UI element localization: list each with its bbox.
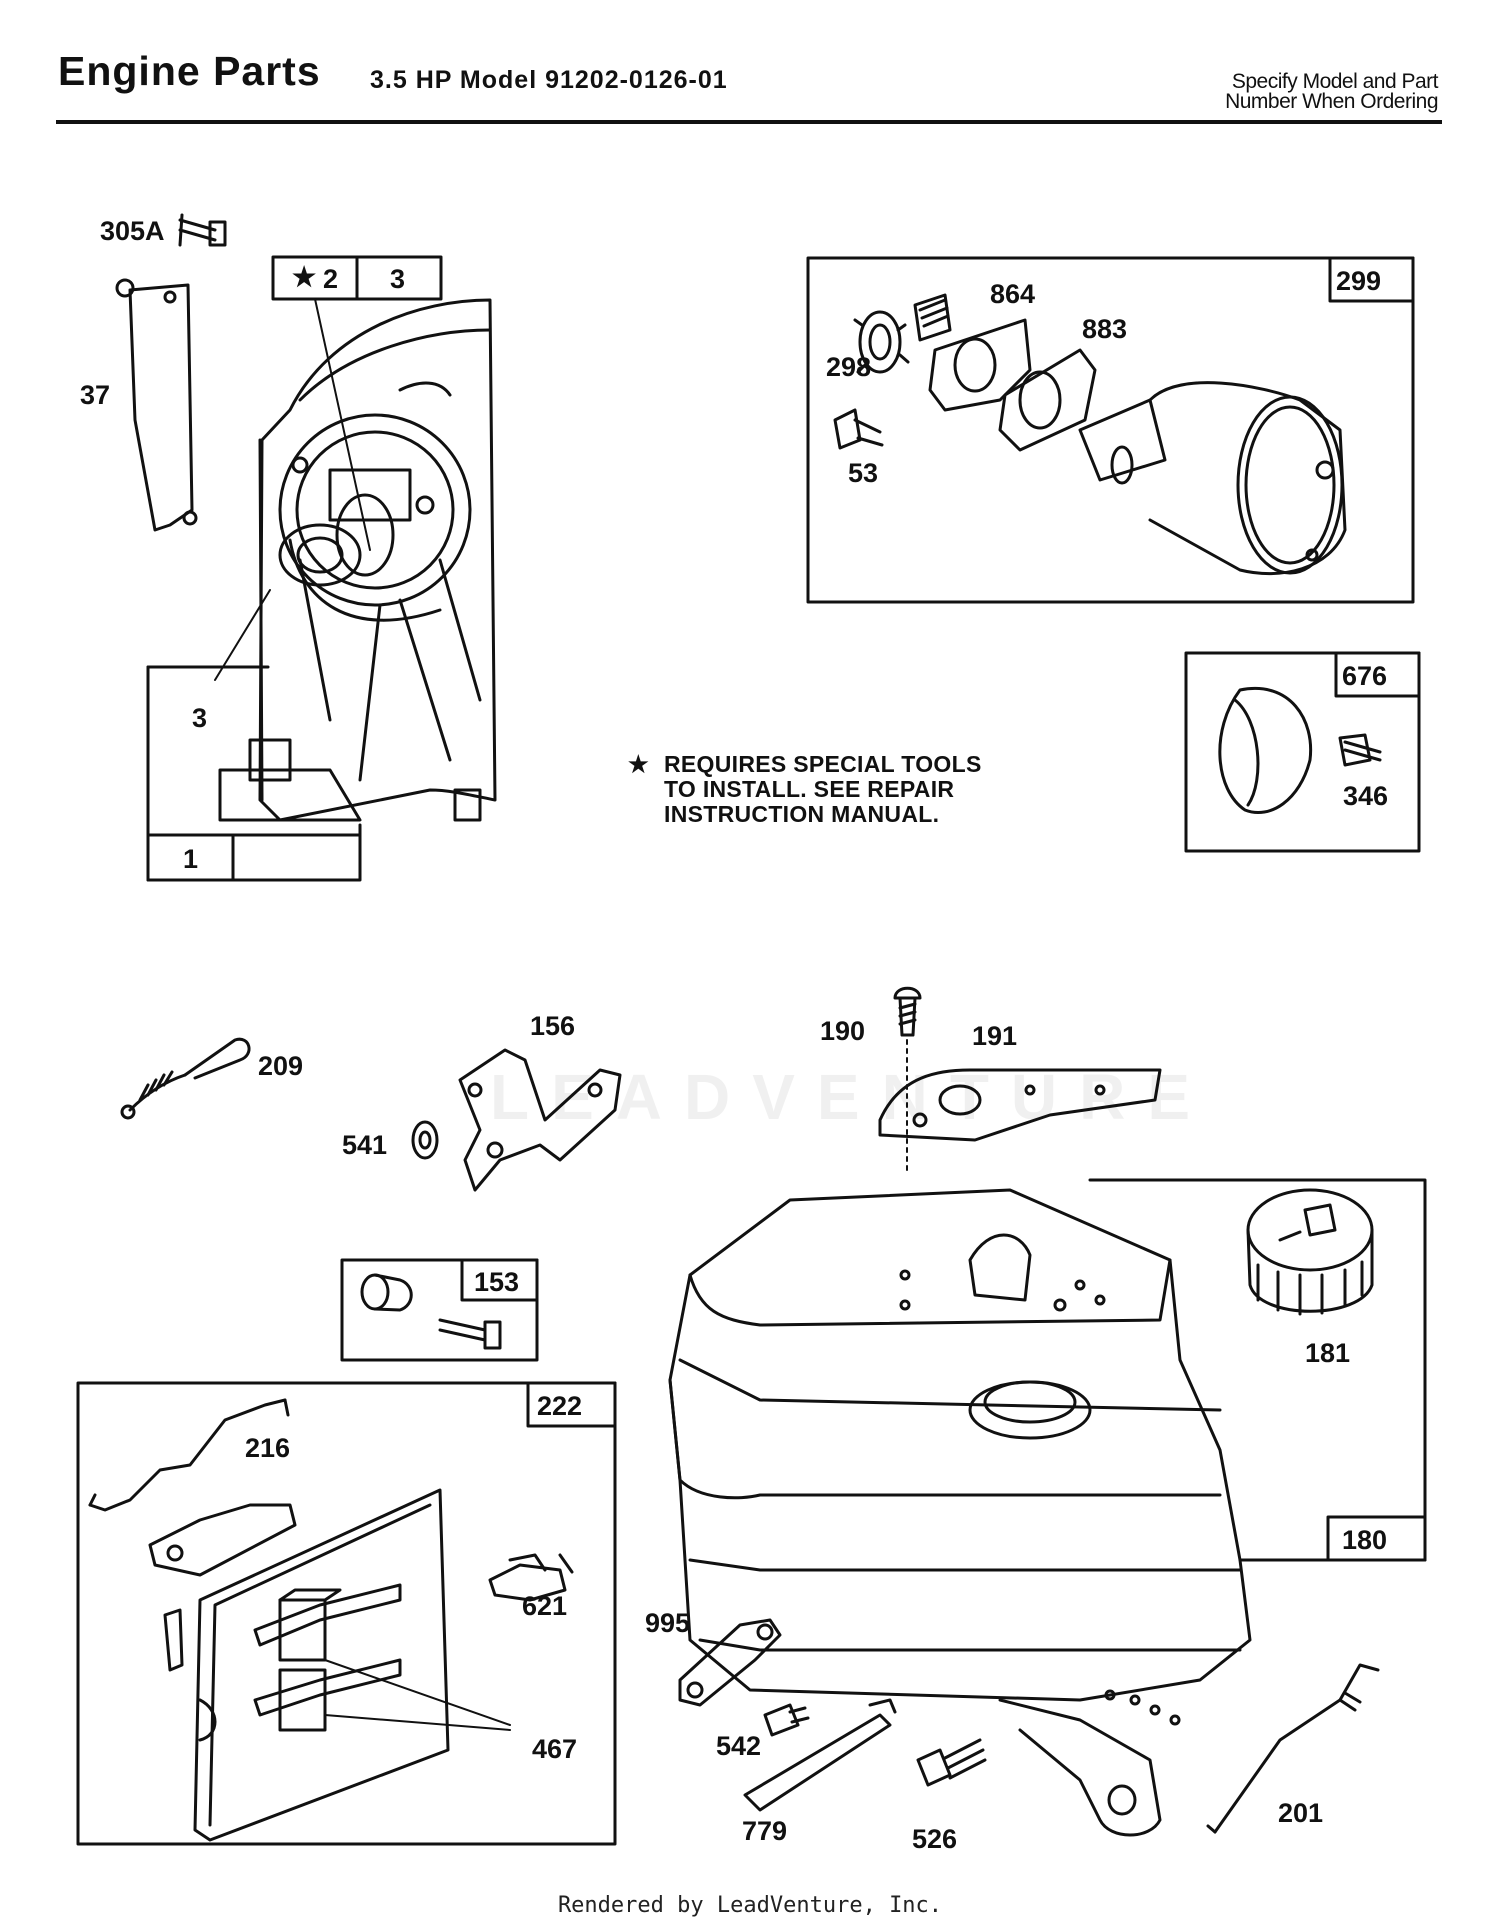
muffler-guard-illustration bbox=[1218, 687, 1313, 815]
bolt-kit-box bbox=[340, 1258, 539, 1362]
ordering-instructions-line1: Specify Model and Part bbox=[1231, 70, 1439, 93]
part-156-label: 156 bbox=[530, 1011, 575, 1041]
part-181-label: 181 bbox=[1305, 1338, 1350, 1368]
muffler-flange-864-illustration bbox=[913, 293, 1032, 412]
kit-1-label: 1 bbox=[183, 844, 198, 874]
part-305a-label: 305A bbox=[100, 216, 165, 246]
part-216-label: 216 bbox=[245, 1433, 290, 1463]
fuel-tank-illustration bbox=[668, 1188, 1252, 1837]
tank-kit-bracket bbox=[1088, 1178, 1427, 1562]
kit-3-label: 3 bbox=[390, 264, 405, 294]
part-298-label: 298 bbox=[826, 352, 871, 382]
air-vane-plate-illustration bbox=[148, 1488, 450, 1842]
part-53-label: 53 bbox=[848, 458, 878, 488]
guard-kit-label: 676 bbox=[1342, 661, 1387, 691]
model-number: 3.5 HP Model 91202-0126-01 bbox=[370, 66, 728, 94]
kit-2-leader bbox=[314, 298, 371, 551]
kit-1-label-box bbox=[146, 833, 235, 882]
part-346-label: 346 bbox=[1343, 781, 1388, 811]
muffler-kit-label-box bbox=[1328, 256, 1415, 303]
note-line1: REQUIRES SPECIAL TOOLS bbox=[664, 751, 982, 777]
note-line2: TO INSTALL. SEE REPAIR bbox=[664, 776, 955, 802]
gasket-191-illustration bbox=[878, 1068, 1162, 1142]
part-190-label: 190 bbox=[820, 1016, 865, 1046]
kit-2-label: 2 bbox=[323, 264, 338, 294]
link-201-illustration bbox=[1206, 1663, 1380, 1834]
part-3-leader bbox=[214, 589, 271, 681]
part-3-label: 3 bbox=[192, 703, 207, 733]
part-779-label: 779 bbox=[742, 1816, 787, 1846]
part-191-label: 191 bbox=[972, 1021, 1017, 1051]
gasket-883-illustration bbox=[998, 348, 1097, 452]
part-209-label: 209 bbox=[258, 1051, 303, 1081]
kit-1-bracket-outline bbox=[146, 665, 362, 882]
part-621-label: 621 bbox=[522, 1591, 567, 1621]
screw-53-illustration bbox=[833, 408, 884, 450]
part-542-label: 542 bbox=[716, 1731, 761, 1761]
bracket-156-illustration bbox=[458, 1048, 622, 1192]
bracket-37-illustration bbox=[115, 278, 198, 532]
header-divider bbox=[56, 120, 1442, 124]
guard-kit-label-box bbox=[1334, 651, 1421, 698]
guard-kit-box bbox=[1184, 651, 1421, 853]
part-37-label: 37 bbox=[80, 380, 110, 410]
screw-526-illustration bbox=[916, 1738, 987, 1787]
tank-kit-label-box bbox=[1326, 1515, 1427, 1562]
muffler-kit-label: 299 bbox=[1336, 266, 1381, 296]
part-541-label: 541 bbox=[342, 1130, 387, 1160]
ordering-instructions-line2: Number When Ordering bbox=[1225, 90, 1438, 113]
carb-blocks-467-illustration bbox=[278, 1588, 511, 1732]
part-467-label: 467 bbox=[532, 1734, 577, 1764]
star-icon: ★ bbox=[628, 751, 649, 777]
pin-779-illustration bbox=[743, 1698, 897, 1812]
part-201-label: 201 bbox=[1278, 1798, 1323, 1828]
kit-2-star: ★ bbox=[292, 262, 316, 292]
clip-621-illustration bbox=[488, 1553, 574, 1602]
part-883-label: 883 bbox=[1082, 314, 1127, 344]
part-995-label: 995 bbox=[645, 1608, 690, 1638]
washer-541-illustration bbox=[411, 1120, 439, 1160]
spacer-bolt-illustration bbox=[360, 1273, 502, 1350]
crankcase-illustration bbox=[218, 298, 497, 822]
muffler-kit-box bbox=[806, 256, 1415, 604]
bolt-305a-illustration bbox=[178, 213, 227, 247]
spring-209-illustration bbox=[120, 1037, 251, 1120]
screw-346-illustration bbox=[1338, 733, 1382, 767]
fuel-cap-181-illustration bbox=[1246, 1188, 1374, 1316]
carb-kit-label: 222 bbox=[537, 1391, 582, 1421]
screw-542-illustration bbox=[763, 1703, 810, 1737]
linkage-216-illustration bbox=[88, 1398, 290, 1512]
bolt-kit-label-box bbox=[460, 1258, 539, 1302]
muffler-illustration bbox=[1078, 381, 1347, 576]
screw-190-illustration bbox=[893, 986, 922, 1037]
special-tools-note: ★ REQUIRES SPECIAL TOOLS TO INSTALL. SEE… bbox=[628, 752, 982, 827]
page-title: Engine Parts bbox=[58, 48, 321, 94]
ordering-instructions: Specify Model and Part Number When Order… bbox=[1225, 70, 1439, 113]
part-526-label: 526 bbox=[912, 1824, 957, 1854]
carb-kit-box bbox=[76, 1381, 617, 1846]
bolt-kit-label: 153 bbox=[474, 1267, 519, 1297]
carb-kit-label-box bbox=[526, 1381, 617, 1428]
note-line3: INSTRUCTION MANUAL. bbox=[664, 801, 940, 827]
tank-kit-label: 180 bbox=[1342, 1525, 1387, 1555]
lock-nut-298-illustration bbox=[853, 310, 910, 374]
footer-credit: Rendered by LeadVenture, Inc. bbox=[557, 1893, 943, 1918]
part-864-label: 864 bbox=[990, 279, 1035, 309]
bracket-995-illustration bbox=[678, 1618, 782, 1707]
